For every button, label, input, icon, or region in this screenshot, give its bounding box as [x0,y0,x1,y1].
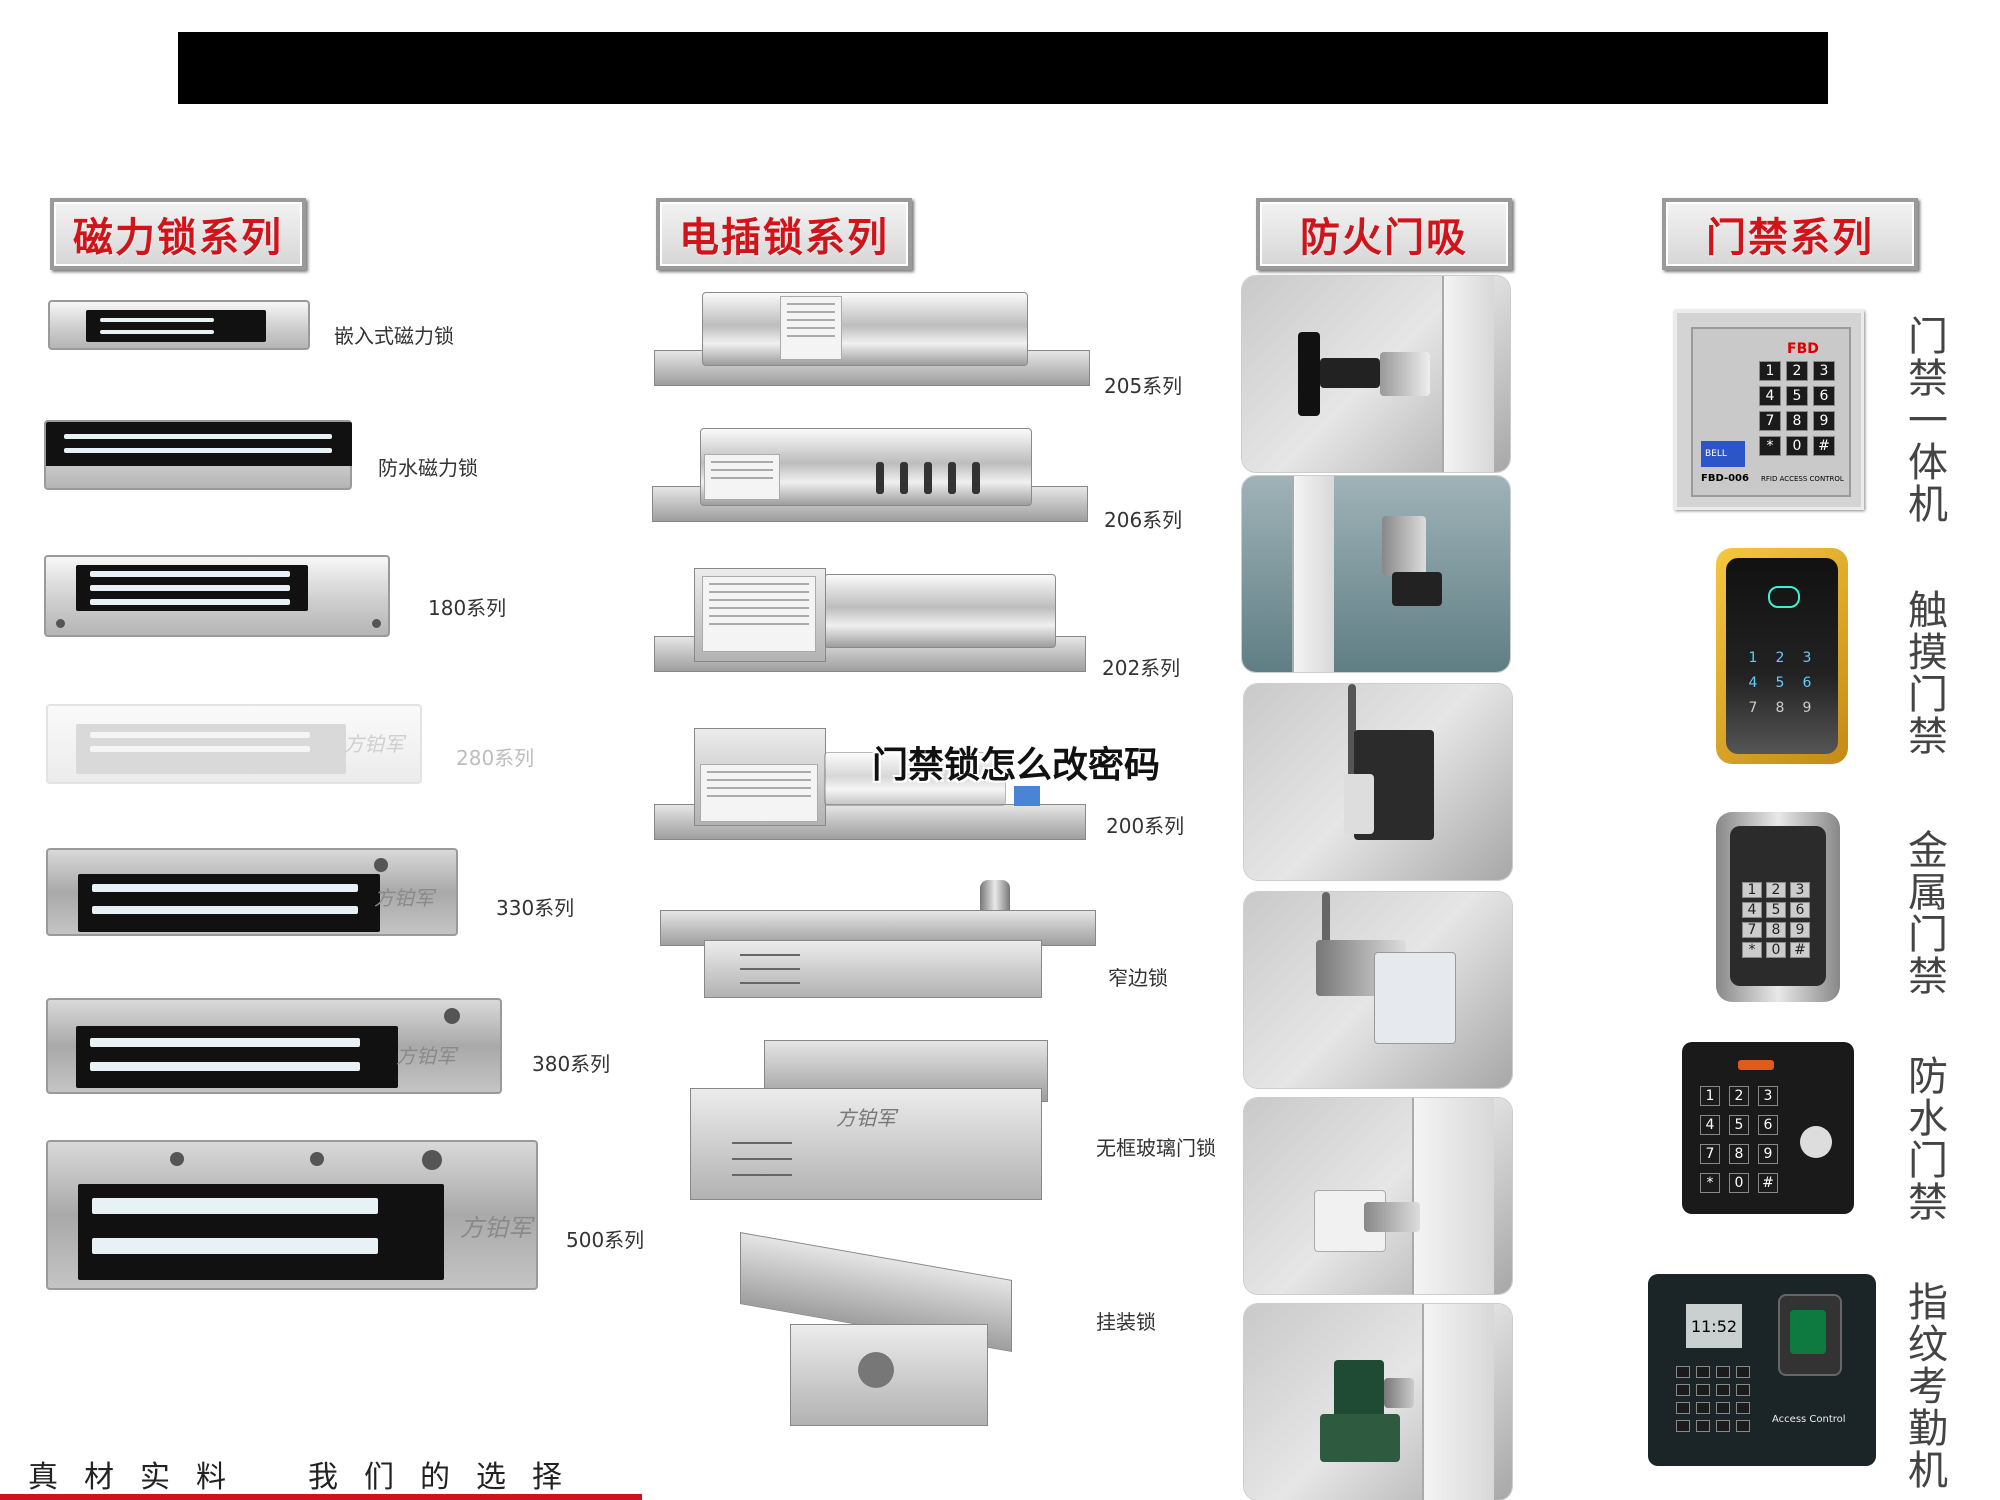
maglock-label: 500系列 [566,1228,645,1252]
maglock-label: 嵌入式磁力锁 [334,324,454,348]
top-banner-bar [178,32,1828,104]
footer-slogan: 真材实料 我们的选择 [28,1460,588,1495]
access-device-label: 防水门禁 [1908,1054,1948,1226]
heading-access-control: 门禁系列 [1662,198,1918,270]
maglock-waterproof-image [44,420,352,490]
bolt-surface-mount-image [740,1232,1030,1436]
bolt-202-image [654,566,1094,686]
door-holder-photo-1 [1242,276,1510,472]
bolt-label: 205系列 [1104,374,1183,398]
door-holder-photo-5 [1244,1098,1512,1294]
footer-red-bar [0,1494,642,1500]
bolt-label: 挂装锁 [1096,1310,1156,1334]
fingerprint-terminal-image: 11:52 Access Control [1648,1274,1876,1466]
door-holder-photo-6 [1244,1304,1512,1500]
access-device-label: 金属门禁 [1908,828,1948,1000]
bolt-label: 206系列 [1104,508,1183,532]
maglock-label: 防水磁力锁 [378,456,478,480]
overlay-title: 门禁锁怎么改密码 [872,745,1161,786]
bolt-label: 无框玻璃门锁 [1096,1136,1216,1160]
door-holder-photo-4 [1244,892,1512,1088]
bolt-frameless-glass-image: 方铂军 [690,1040,1070,1210]
maglock-280-image: 方铂军 [46,704,422,784]
maglock-500-image: 方铂军 [46,1140,538,1290]
maglock-label: 280系列 [456,746,535,770]
heading-bolt-locks: 电插锁系列 [656,198,912,270]
door-holder-photo-2 [1242,476,1510,672]
maglock-label: 180系列 [428,596,507,620]
heading-mag-locks: 磁力锁系列 [50,198,306,270]
bolt-label: 窄边锁 [1108,966,1168,990]
access-device-label: 指纹考勤机 [1908,1280,1948,1494]
bolt-200-image [654,724,1094,848]
bolt-narrow-image [660,880,1100,1004]
bolt-label: 202系列 [1102,656,1181,680]
maglock-label: 380系列 [532,1052,611,1076]
bolt-205-image [654,288,1094,398]
maglock-180-image [44,555,390,637]
access-device-label: 门禁一体机 [1908,314,1948,528]
access-device-label: 触摸门禁 [1908,588,1948,760]
heading-fire-door-holders: 防火门吸 [1256,198,1512,270]
maglock-embedded-image [48,300,310,350]
maglock-330-image: 方铂军 [46,848,458,936]
bolt-label: 200系列 [1106,814,1185,838]
bolt-206-image [652,424,1092,534]
door-holder-photo-3 [1244,684,1512,880]
maglock-label: 330系列 [496,896,575,920]
maglock-380-image: 方铂军 [46,998,502,1094]
